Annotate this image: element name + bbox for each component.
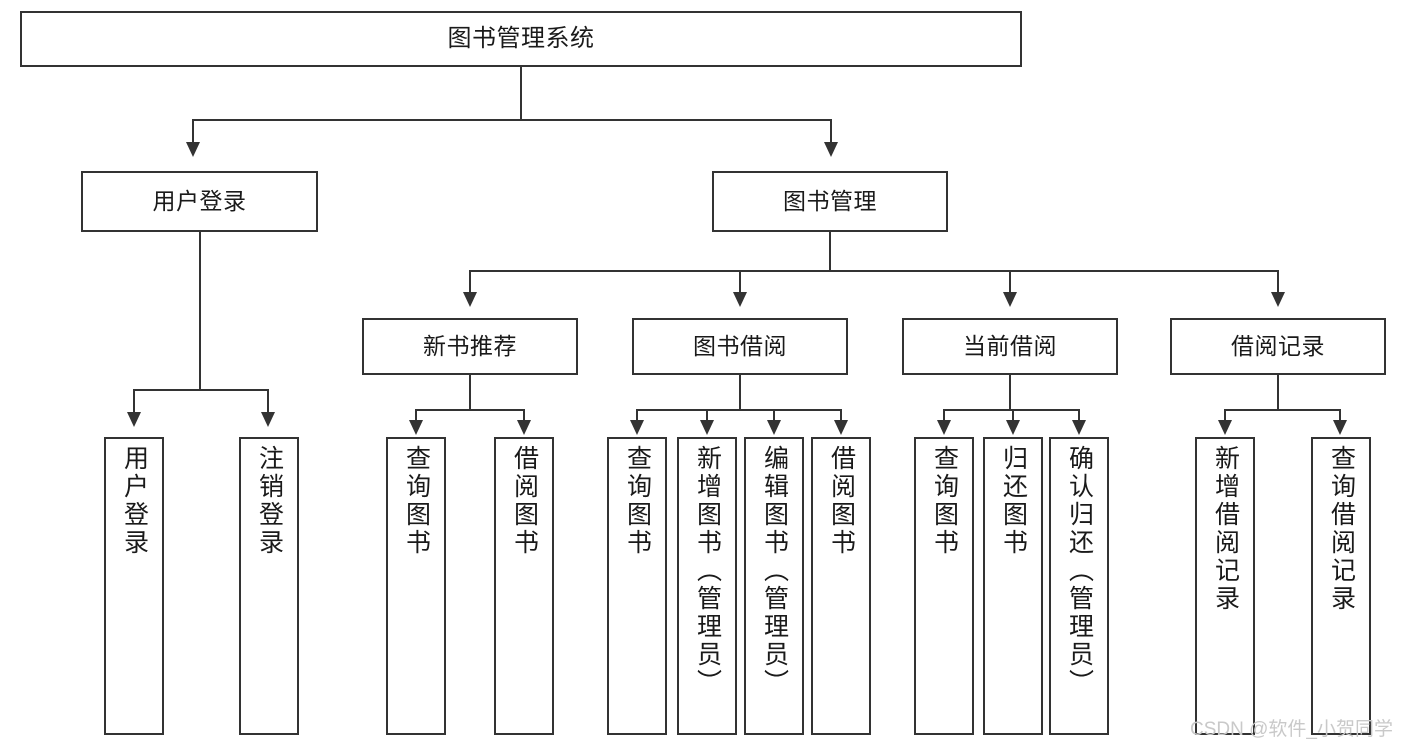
node-label: 查询图书 <box>930 445 959 557</box>
connector-to-leaf-query-book-2 <box>636 409 638 429</box>
node-label: 用户登录 <box>152 187 247 214</box>
arrowhead-to-leaf-query-record <box>1333 420 1347 435</box>
arrowhead-to-borrow-record <box>1271 292 1285 307</box>
node-label: 当前借阅 <box>963 332 1057 359</box>
node-leaf-query-record[interactable]: 查询借阅记录 <box>1311 437 1371 735</box>
arrowhead-to-leaf-borrow-book-1 <box>517 420 531 435</box>
connector-user-login-bus <box>133 389 267 391</box>
node-leaf-user-login[interactable]: 用户登录 <box>104 437 164 735</box>
node-book-borrow[interactable]: 图书借阅 <box>632 318 848 375</box>
node-label: 新增借阅记录 <box>1211 445 1240 613</box>
connector-book-borrow-bus <box>636 409 842 411</box>
arrowhead-to-new-book-recommend <box>463 292 477 307</box>
arrowhead-to-leaf-logout-login <box>261 412 275 427</box>
node-label: 查询图书 <box>623 445 652 557</box>
arrowhead-to-leaf-query-book-1 <box>409 420 423 435</box>
node-label: 用户登录 <box>120 445 149 557</box>
node-leaf-add-record[interactable]: 新增借阅记录 <box>1195 437 1255 735</box>
connector-to-leaf-confirm-return <box>1078 409 1080 429</box>
node-leaf-borrow-book-1[interactable]: 借阅图书 <box>494 437 554 735</box>
connector-to-leaf-add-book <box>706 409 708 429</box>
node-user-login[interactable]: 用户登录 <box>81 171 318 232</box>
arrowhead-to-book-borrow <box>733 292 747 307</box>
arrowhead-to-leaf-add-book <box>700 420 714 435</box>
connector-to-leaf-borrow-book-1 <box>523 409 525 429</box>
connector-root-to-user-login <box>192 119 194 147</box>
node-leaf-query-book-3[interactable]: 查询图书 <box>914 437 974 735</box>
connector-root-bus <box>192 119 832 121</box>
connector-to-leaf-query-record <box>1339 409 1341 429</box>
connector-new-book-recommend-bus <box>415 409 525 411</box>
arrowhead-to-current-borrow <box>1003 292 1017 307</box>
connector-to-leaf-edit-book <box>773 409 775 429</box>
connector-to-leaf-query-book-3 <box>943 409 945 429</box>
node-label: 图书借阅 <box>693 332 787 359</box>
arrowhead-to-leaf-query-book-3 <box>937 420 951 435</box>
node-label: 借阅图书 <box>827 445 856 557</box>
connector-new-book-recommend-stem <box>469 375 471 409</box>
node-label: 查询借阅记录 <box>1327 445 1356 613</box>
node-leaf-query-book-2[interactable]: 查询图书 <box>607 437 667 735</box>
connector-to-leaf-add-record <box>1224 409 1226 429</box>
connector-to-borrow-record <box>1277 270 1279 298</box>
connector-root-to-book-manage <box>830 119 832 147</box>
arrowhead-to-leaf-query-book-2 <box>630 420 644 435</box>
node-label: 编辑图书（管理员） <box>760 445 789 697</box>
arrowhead-to-leaf-confirm-return <box>1072 420 1086 435</box>
node-borrow-record[interactable]: 借阅记录 <box>1170 318 1386 375</box>
connector-to-leaf-user-login <box>133 389 135 417</box>
node-label: 图书管理 <box>783 187 877 214</box>
connector-borrow-record-stem <box>1277 375 1279 409</box>
connector-to-leaf-return-book <box>1012 409 1014 429</box>
connector-borrow-record-bus <box>1224 409 1341 411</box>
connector-book-manage-stem <box>829 232 831 270</box>
connector-root-stem <box>520 67 522 119</box>
node-label: 查询图书 <box>402 445 431 557</box>
node-label: 归还图书 <box>999 445 1028 557</box>
arrowhead-to-leaf-edit-book <box>767 420 781 435</box>
connector-book-manage-bus <box>469 270 1277 272</box>
arrowhead-to-leaf-add-record <box>1218 420 1232 435</box>
connector-to-leaf-borrow-book-2 <box>840 409 842 429</box>
node-book-manage[interactable]: 图书管理 <box>712 171 948 232</box>
node-label: 新增图书（管理员） <box>693 445 722 697</box>
connector-book-borrow-stem <box>739 375 741 409</box>
node-leaf-confirm-return[interactable]: 确认归还（管理员） <box>1049 437 1109 735</box>
node-label: 借阅记录 <box>1231 332 1325 359</box>
arrowhead-to-leaf-user-login <box>127 412 141 427</box>
node-label: 新书推荐 <box>423 332 517 359</box>
node-current-borrow[interactable]: 当前借阅 <box>902 318 1118 375</box>
node-root-system[interactable]: 图书管理系统 <box>20 11 1022 67</box>
node-leaf-logout-login[interactable]: 注销登录 <box>239 437 299 735</box>
node-leaf-edit-book[interactable]: 编辑图书（管理员） <box>744 437 804 735</box>
arrowhead-to-leaf-borrow-book-2 <box>834 420 848 435</box>
connector-to-current-borrow <box>1009 270 1011 298</box>
arrowhead-to-leaf-return-book <box>1006 420 1020 435</box>
node-new-book-recommend[interactable]: 新书推荐 <box>362 318 578 375</box>
connector-to-leaf-logout-login <box>267 389 269 417</box>
arrowhead-to-user-login <box>186 142 200 157</box>
connector-current-borrow-stem <box>1009 375 1011 409</box>
connector-user-login-stem <box>199 232 201 389</box>
node-leaf-query-book-1[interactable]: 查询图书 <box>386 437 446 735</box>
connector-to-leaf-query-book-1 <box>415 409 417 429</box>
node-leaf-add-book[interactable]: 新增图书（管理员） <box>677 437 737 735</box>
connector-current-borrow-bus <box>943 409 1080 411</box>
node-label: 借阅图书 <box>510 445 539 557</box>
connector-to-book-borrow <box>739 270 741 298</box>
node-leaf-borrow-book-2[interactable]: 借阅图书 <box>811 437 871 735</box>
node-label: 确认归还（管理员） <box>1065 445 1094 697</box>
node-label: 图书管理系统 <box>447 24 595 52</box>
connector-to-new-book-recommend <box>469 270 471 298</box>
node-label: 注销登录 <box>255 445 284 557</box>
node-leaf-return-book[interactable]: 归还图书 <box>983 437 1043 735</box>
arrowhead-to-book-manage <box>824 142 838 157</box>
